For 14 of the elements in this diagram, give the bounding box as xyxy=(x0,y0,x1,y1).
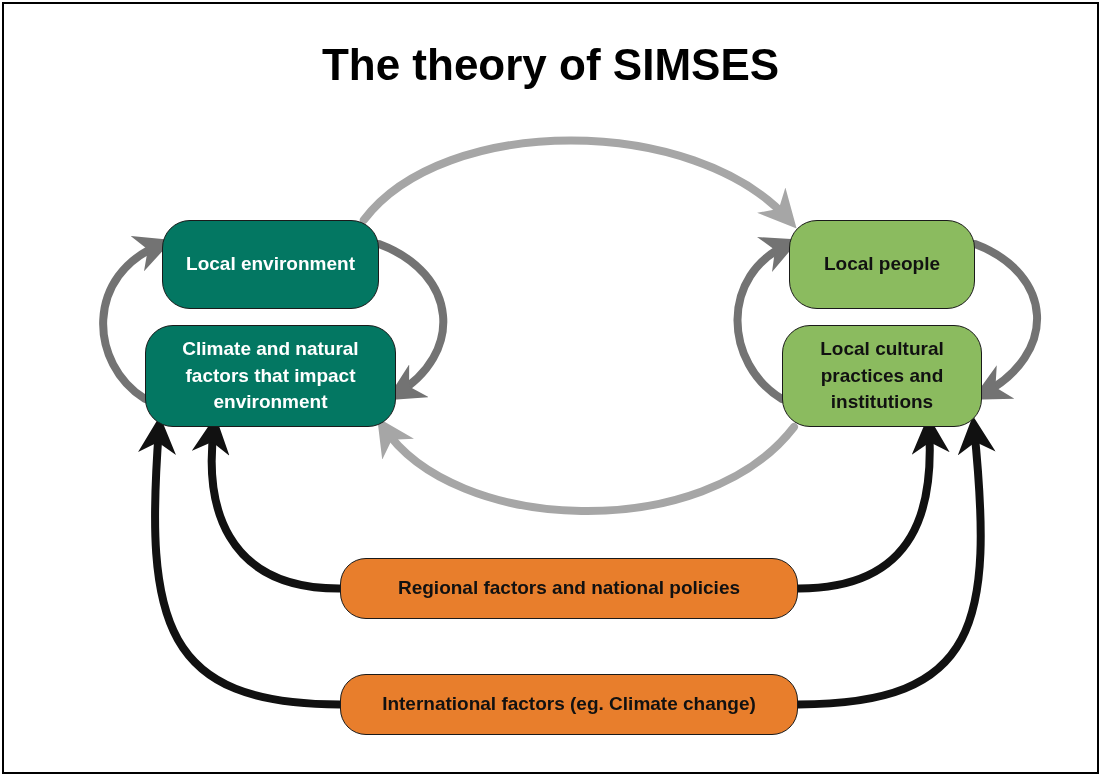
rounded-box xyxy=(340,558,798,619)
rounded-box xyxy=(782,325,982,427)
box-label: Local environment xyxy=(186,252,355,277)
rounded-box xyxy=(145,325,396,427)
box-label: International factors (eg. Climate change) xyxy=(382,692,756,717)
rounded-box xyxy=(789,220,975,309)
title: The theory of SIMSES xyxy=(321,40,780,90)
arrow xyxy=(359,136,798,228)
box-label: Local cultural practices and institutions xyxy=(819,337,945,415)
rounded-box xyxy=(340,674,798,735)
box-label: Local people xyxy=(823,252,941,277)
box-label: Regional factors and national policies xyxy=(397,576,741,601)
box-label: Climate and natural factors that impact environment xyxy=(181,337,360,415)
rounded-box xyxy=(162,220,379,309)
